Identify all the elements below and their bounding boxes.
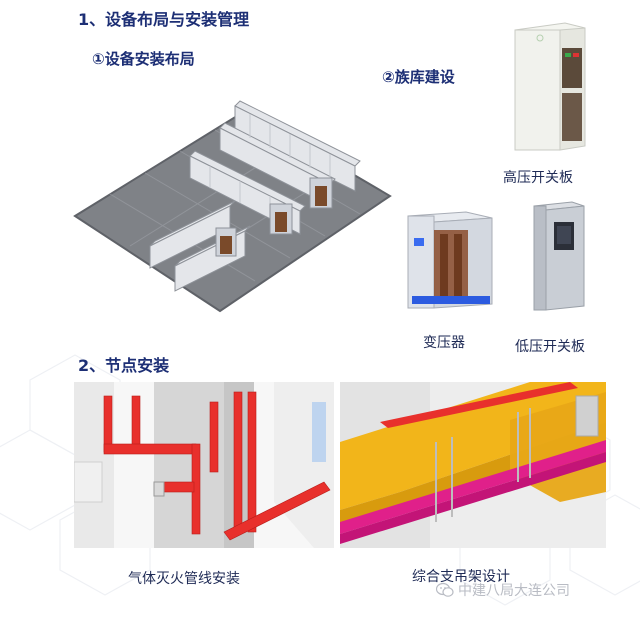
gas-fire-pipeline-caption: 气体灭火管线安装: [128, 571, 240, 587]
section1-heading: 1、设备布局与安装管理: [78, 10, 250, 29]
high-voltage-switchboard-figure: [514, 22, 586, 151]
wechat-icon: [436, 582, 454, 597]
low-voltage-switchboard-figure: [533, 201, 585, 311]
equipment-layout-figure: [73, 100, 392, 313]
layout-subheading: ①设备安装布局: [92, 50, 195, 68]
transformer-label: 变压器: [423, 335, 465, 351]
watermark-text: 中建八局大连公司: [458, 583, 570, 599]
gas-fire-pipeline-figure: [74, 382, 334, 548]
hv-switchboard-label: 高压开关板: [503, 170, 573, 186]
lv-switchboard-label: 低压开关板: [515, 339, 585, 355]
transformer-figure: [407, 211, 493, 309]
section2-heading: 2、节点安装: [78, 356, 170, 375]
support-hanger-figure: [340, 382, 606, 548]
family-library-subheading: ②族库建设: [382, 68, 455, 86]
support-hanger-caption: 综合支吊架设计: [412, 569, 510, 585]
watermark: 中建八局大连公司: [436, 580, 570, 600]
